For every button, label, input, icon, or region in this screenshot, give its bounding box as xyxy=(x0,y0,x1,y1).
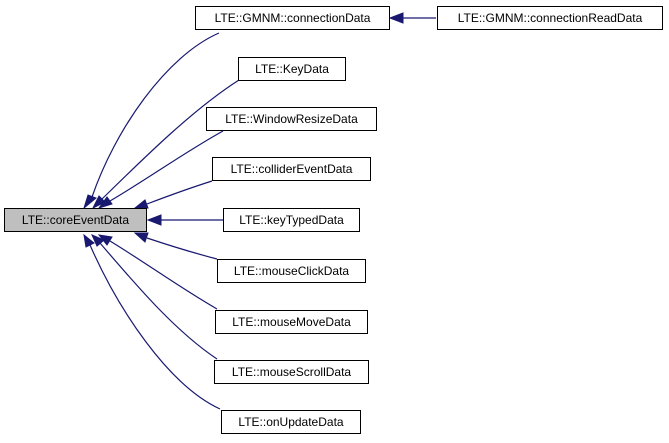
node-connection-data[interactable]: LTE::GMNM::connectionData xyxy=(195,6,390,30)
node-on-update-data[interactable]: LTE::onUpdateData xyxy=(221,410,361,434)
node-window-resize-data[interactable]: LTE::WindowResizeData xyxy=(206,107,377,131)
arrowhead xyxy=(91,195,106,210)
edge-window-resize-data-to-root xyxy=(109,130,224,202)
node-key-data[interactable]: LTE::KeyData xyxy=(238,57,346,81)
node-core-event-data[interactable]: LTE::coreEventData xyxy=(4,208,147,232)
edge-key-data-to-root xyxy=(101,79,240,200)
arrowhead xyxy=(91,234,105,247)
edge-mouse-click-data-to-root xyxy=(146,237,218,260)
arrowhead xyxy=(83,194,97,210)
edge-on-update-data-to-root xyxy=(89,244,221,410)
arrowhead xyxy=(388,12,404,24)
node-mouse-scroll-data[interactable]: LTE::mouseScrollData xyxy=(214,360,369,384)
arrowhead xyxy=(97,196,113,209)
arrowhead xyxy=(83,233,95,248)
arrowhead xyxy=(133,232,149,243)
edge-connection-data-to-root xyxy=(91,32,220,198)
arrowhead xyxy=(146,214,162,226)
node-mouse-click-data[interactable]: LTE::mouseClickData xyxy=(217,259,366,283)
arrowhead xyxy=(133,199,149,209)
edge-collider-event-data-to-root xyxy=(146,180,213,205)
node-mouse-move-data[interactable]: LTE::mouseMoveData xyxy=(215,310,368,334)
node-collider-event-data[interactable]: LTE::colliderEventData xyxy=(212,157,371,181)
node-connection-read-data[interactable]: LTE::GMNM::connectionReadData xyxy=(437,6,663,30)
node-key-typed-data[interactable]: LTE::keyTypedData xyxy=(223,208,360,232)
edge-mouse-move-data-to-root xyxy=(109,240,218,310)
edge-mouse-scroll-data-to-root xyxy=(99,242,218,360)
